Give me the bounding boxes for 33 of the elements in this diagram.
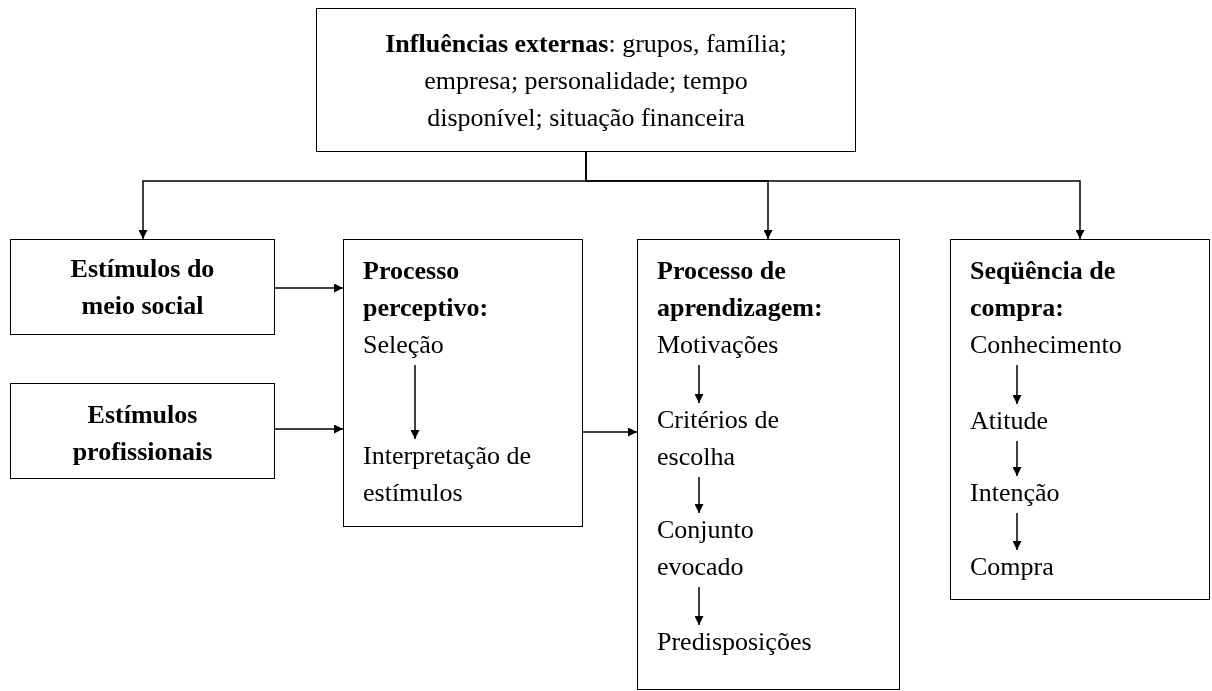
step-text: Motivações — [657, 329, 779, 361]
step-text: Interpretação de estímulos — [363, 440, 533, 509]
box-heading: Processo perceptivo: — [363, 255, 490, 324]
box-heading: Estímulos profissionais — [71, 399, 214, 468]
step-text: Conhecimento — [970, 329, 1122, 361]
box-heading: Influências externas: grupos, família; empresa; personalidade; tempo disponível; situação financeira — [384, 28, 788, 134]
arrow — [274, 424, 344, 434]
step-text: Seleção — [363, 329, 444, 361]
arrow — [1012, 512, 1022, 551]
box-heading: Processo de aprendizagem: — [657, 255, 824, 324]
step-text: Atitude — [970, 405, 1048, 437]
process-box — [316, 8, 856, 152]
arrow — [274, 283, 344, 293]
process-box — [10, 239, 275, 335]
step-text: Critérios de escolha — [657, 404, 781, 473]
arrow — [694, 364, 704, 404]
process-box — [950, 239, 1210, 600]
arrow — [694, 586, 704, 626]
arrow — [410, 364, 420, 440]
arrow — [582, 427, 638, 437]
arrow — [1012, 440, 1022, 477]
arrow — [585, 151, 1085, 240]
process-box — [637, 239, 900, 690]
step-text: Conjunto evocado — [657, 514, 755, 583]
box-heading: Estímulos do meio social — [69, 253, 216, 322]
step-text: Predisposições — [657, 626, 812, 658]
box-heading: Seqüência de compra: — [970, 255, 1117, 324]
arrow — [694, 476, 704, 514]
arrow — [1012, 364, 1022, 405]
process-box — [10, 383, 275, 479]
step-text: Intenção — [970, 477, 1060, 509]
process-box — [343, 239, 583, 527]
step-text: Compra — [970, 551, 1054, 583]
